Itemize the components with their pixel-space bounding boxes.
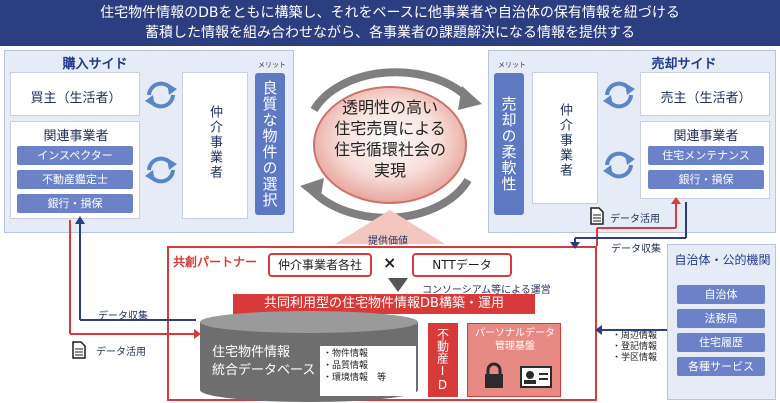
sell-related-box: 関連事業者 住宅メンテナンス 銀行・損保 [640,121,770,199]
buy-related-title: 関連事業者 [43,129,109,144]
seller-label: 売主（生活者） [660,91,752,106]
value-provided-label: 提供価値 [368,236,408,247]
value-arrow [335,210,445,244]
buy-broker-box: 仲介事業者 [182,72,248,219]
gov-info-list: ・周辺情報 ・登記情報 ・学区情報 [612,331,657,364]
db-name: 住宅物件情報 統合データベース [212,344,315,380]
sell-side-title: 売却サイド [651,57,717,72]
related-item-inspector: インスペクター [17,146,133,165]
related-item-appraiser: 不動産鑑定士 [17,170,133,189]
data-collect-label-right: データ収集 [611,244,661,255]
db-name-line-1: 住宅物件情報 [212,345,291,360]
personal-data-line-2: 管理基盤 [495,341,535,352]
sell-broker-box: 仲介事業者 [532,72,598,204]
header-line-1: 住宅物件情報のDBをともに構築し、それをベースに他事業者や自治体の保有情報を紐づ… [100,5,680,21]
buy-side-title: 購入サイド [62,57,128,72]
db-info-item: ・物件情報 [323,349,369,359]
data-collect-label-left: データ収集 [98,311,148,322]
buy-related-box: 関連事業者 インスペクター 不動産鑑定士 銀行・損保 [10,121,140,219]
personal-data-line-1: パーソナルデータ [475,328,555,339]
center-line-4: 実現 [373,161,406,180]
document-icon [72,341,86,359]
center-line-3: 住宅循環社会の [333,140,446,159]
realty-id-box: 不動産ID [428,323,458,397]
id-card-icon [520,366,552,388]
header-line-2: 蓄積した情報を組み合わせながら、各事業者の課題解決になる情報を提供する [145,25,635,41]
personal-data-box: パーソナルデータ 管理基盤 [467,323,561,397]
db-info-item: ・品質情報 [323,361,369,371]
cycle-icon [145,156,177,184]
db-banner: 共同利用型の住宅物件情報DB構築・運用 [233,294,535,314]
related-item-maintenance: 住宅メンテナンス [648,146,764,165]
buyer-box: 買主（生活者） [10,72,140,116]
data-use-label-left: データ活用 [96,347,146,358]
partner-title: 共創パートナー [173,255,258,269]
sell-merit-label: メリット [498,61,526,69]
related-item-bank: 銀行・損保 [648,170,764,189]
gov-info-item: ・登記情報 [612,342,658,352]
related-item-bank: 銀行・損保 [17,194,133,213]
personal-data-title: パーソナルデータ 管理基盤 [468,327,562,353]
center-line-1: 透明性の高い [341,98,438,117]
buyer-label: 買主（生活者） [30,91,122,106]
gov-item-housing-history: 住宅履歴 [677,333,765,352]
sell-related-title: 関連事業者 [673,129,739,144]
times-symbol: × [383,253,397,272]
gov-item-municipality: 自治体 [677,285,765,304]
buy-broker-label: 仲介事業者 [207,105,222,180]
document-icon [590,207,604,225]
gov-title: 自治体・公的機関 [674,253,771,267]
header-banner: 住宅物件情報のDBをともに構築し、それをベースに他事業者や自治体の保有情報を紐づ… [0,0,780,46]
seller-box: 売主（生活者） [640,72,770,116]
lock-icon [485,362,503,388]
data-use-label-right: データ活用 [610,214,660,225]
database-icon [200,311,418,402]
gov-item-services: 各種サービス [677,357,765,376]
center-line-2: 住宅売買による [334,119,446,138]
sell-broker-label: 仲介事業者 [557,103,572,178]
buy-merit-label: メリット [258,61,286,69]
cycle-icon [145,81,177,109]
ntt-box: NTTデータ [412,253,512,277]
db-name-line-2: 統合データベース [212,363,316,378]
down-arrow-icon [388,278,408,292]
sell-merit-bar: 売却の柔軟性 [494,73,524,215]
gov-info-item: ・周辺情報 [612,331,658,341]
consortium-label: コンソーシアム等による運営 [422,285,551,296]
gov-info-item: ・学区情報 [612,353,658,363]
center-text: 透明性の高い 住宅売買による 住宅循環社会の 実現 [310,97,470,181]
brokers-box: 仲介事業者各社 [268,253,372,277]
db-info-item: ・環境情報 等 [323,373,387,383]
db-info-list: ・物件情報 ・品質情報 ・環境情報 等 [320,346,416,396]
buy-merit-bar: 良質な物件の選択 [255,73,285,215]
gov-item-legal-bureau: 法務局 [677,309,765,328]
cycle-icon [603,151,635,179]
cycle-icon [603,81,635,109]
